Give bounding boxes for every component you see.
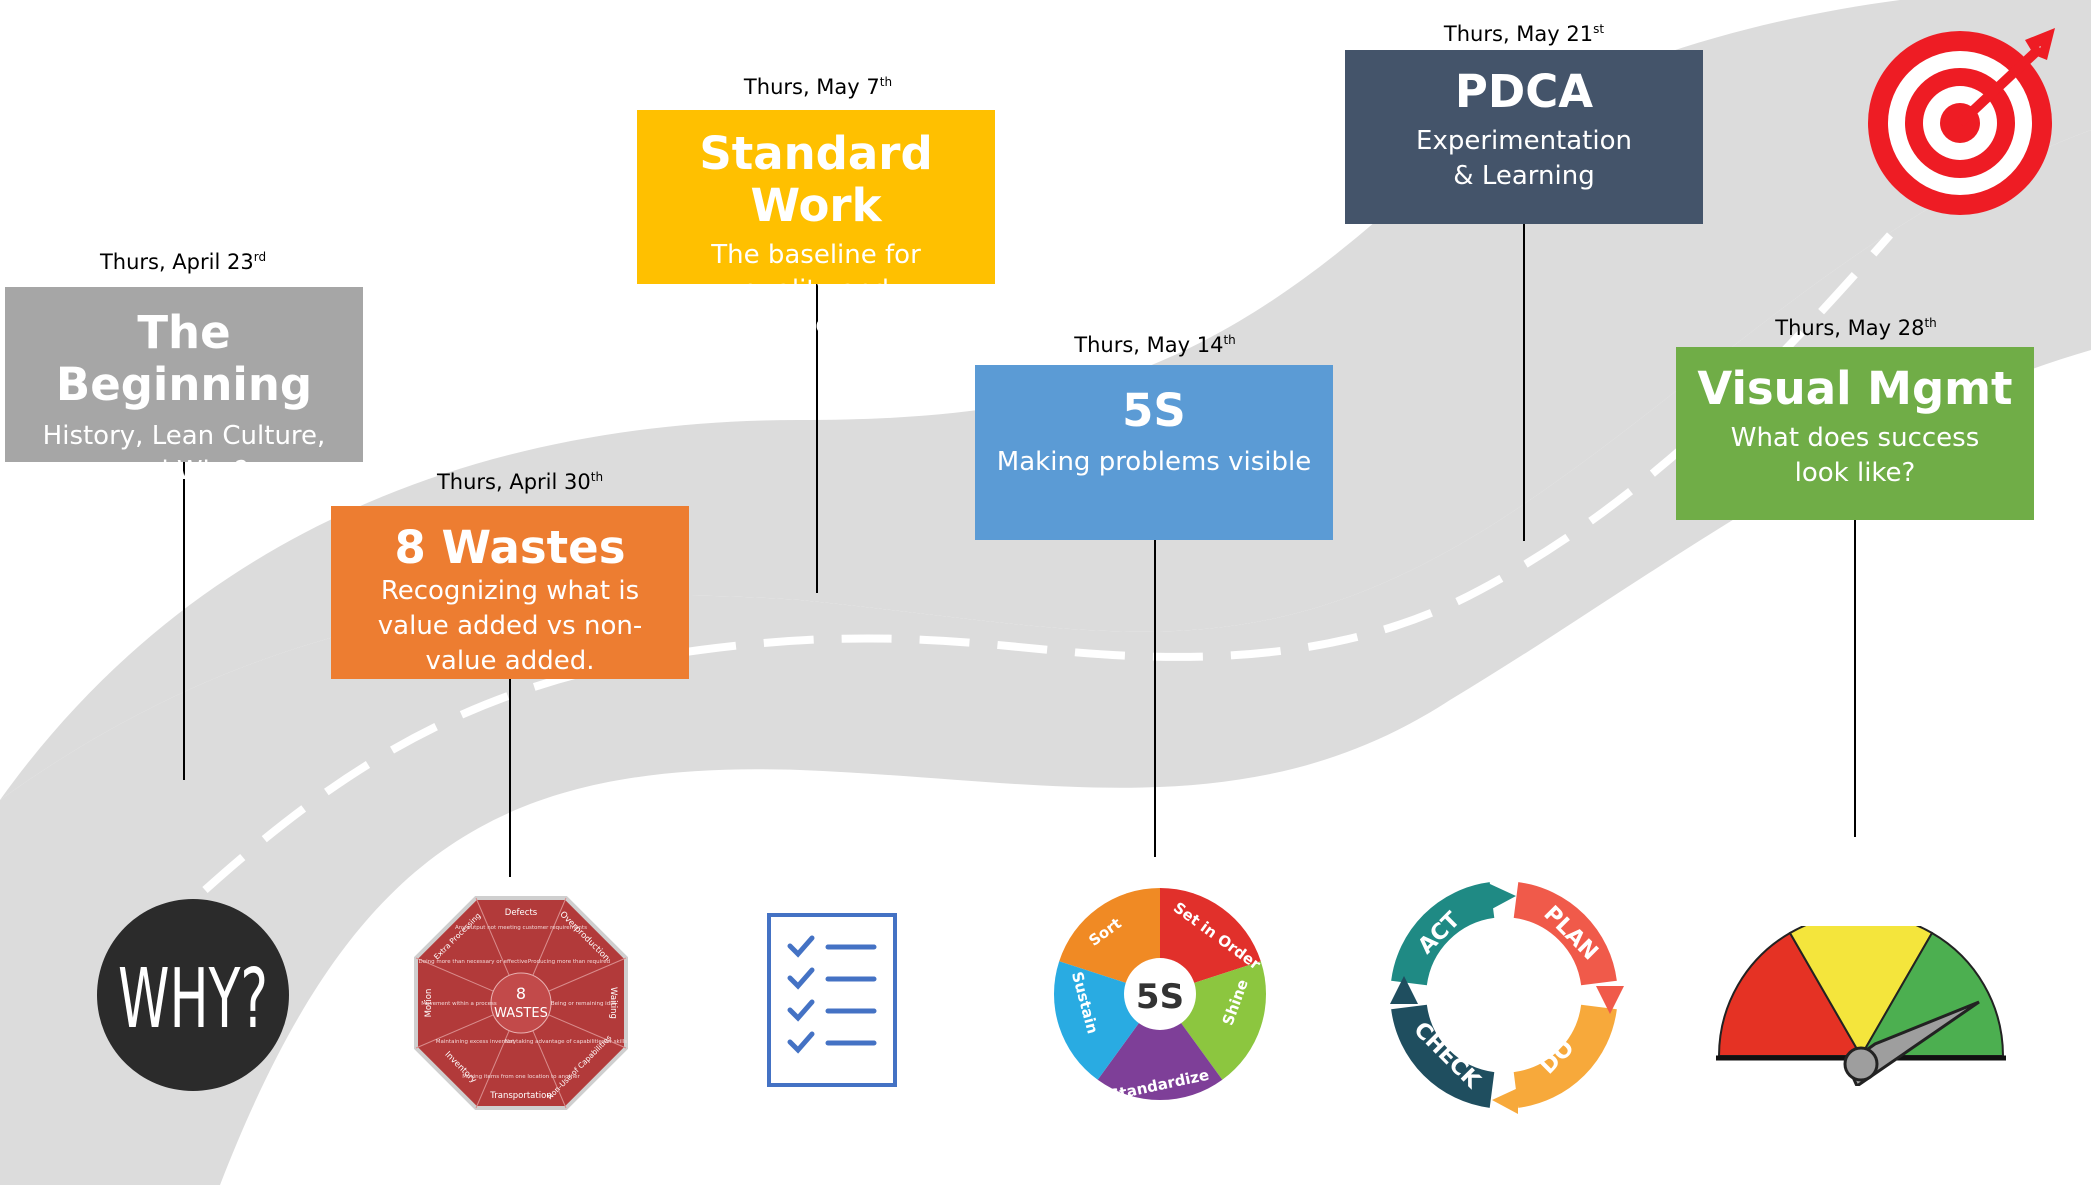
wastes-segment-label: Waiting [608, 987, 618, 1019]
milestone-box-5s: 5S Making problems visible [975, 365, 1333, 540]
milestone-date: Thurs, April 30th [436, 470, 604, 494]
wastes-segment-description: Producing more than required [528, 959, 610, 965]
wastes-segment-description: Not taking advantage of capabilities or … [505, 1039, 628, 1045]
gauge-icon [1716, 926, 2006, 1086]
milestone-title: 5S [1122, 384, 1186, 437]
connector-line-5s [1154, 540, 1156, 857]
connector-line-beginning [183, 462, 185, 780]
wastes-segment-label: Motion [424, 989, 434, 1018]
road-center-dashes [202, 232, 1894, 893]
milestone-date: Thurs, May 7th [743, 75, 893, 99]
milestone-subtitle: What does success look like? [1730, 422, 1980, 488]
wastes-segment-description: Being or remaining idle [551, 1001, 616, 1007]
road-shape [0, 130, 2091, 1185]
wastes-segment-description: Any output not meeting customer requirem… [455, 925, 587, 931]
milestone-box-standard-work: Standard Work The baseline for quality a… [637, 110, 995, 340]
wastes-segment-label: Transportation [489, 1091, 551, 1101]
wastes-segment-description: Movement within a process [421, 1001, 497, 1007]
milestone-subtitle: Recognizing what is value added vs non-v… [377, 575, 643, 676]
milestone-date: Thurs, May 14th [1074, 333, 1236, 357]
milestone-box-pdca: PDCA Experimentation & Learning [1345, 50, 1703, 224]
milestone-title: The Beginning [55, 306, 313, 411]
milestone-box-8-wastes: 8 Wastes Recognizing what is value added… [331, 506, 689, 679]
milestone-date: Thurs, April 23rd [99, 250, 267, 274]
connector-line-visual-mgmt [1854, 520, 1856, 837]
wastes-segment-description: Moving items from one location to anothe… [462, 1074, 580, 1080]
wastes-segment-description: Maintaining excess inventory [436, 1039, 517, 1045]
milestone-subtitle: The baseline for quality and improvement… [711, 239, 921, 340]
milestone-title: 8 Wastes [394, 521, 626, 574]
milestone-subtitle: History, Lean Culture, and Why? [42, 420, 326, 486]
8-wastes-icon: 8 WASTES Defects Overproduction Waiting … [414, 896, 628, 1110]
milestone-date: Thurs, May 28th [1775, 316, 1937, 340]
connector-line-wastes [509, 679, 511, 877]
milestone-box-beginning: The Beginning History, Lean Culture, and… [5, 287, 363, 486]
checklist-icon [767, 913, 897, 1087]
milestone-subtitle: Experimentation & Learning [1416, 125, 1632, 191]
milestone-date: Thurs, May 21st [1443, 22, 1605, 46]
wastes-center-label: WASTES [494, 1006, 548, 1021]
5s-center-label: 5S [1136, 977, 1184, 1017]
milestone-box-visual-mgmt: Visual Mgmt What does success look like? [1676, 347, 2034, 520]
milestone-subtitle: Making problems visible [996, 446, 1312, 477]
why-icon: WHY? [97, 899, 289, 1091]
target-icon [1868, 28, 2055, 215]
wastes-segment-description: Doing more than necessary or effective [418, 959, 528, 965]
connector-line-standard-work [816, 284, 818, 593]
milestone-title: PDCA [1454, 65, 1594, 118]
milestone-title: Visual Mgmt [1697, 362, 2013, 415]
why-text: WHY? [118, 952, 268, 1047]
pdca-cycle-icon: PLAN DO CHECK ACT [1390, 882, 1624, 1114]
wastes-segment-label: Defects [505, 908, 538, 918]
wastes-center-number: 8 [516, 984, 526, 1003]
milestone-title: Standard Work [699, 127, 933, 232]
5s-wheel-icon: 5S Sort Set in Order Shine Standardize S… [1053, 888, 1267, 1102]
connector-line-pdca [1523, 224, 1525, 541]
